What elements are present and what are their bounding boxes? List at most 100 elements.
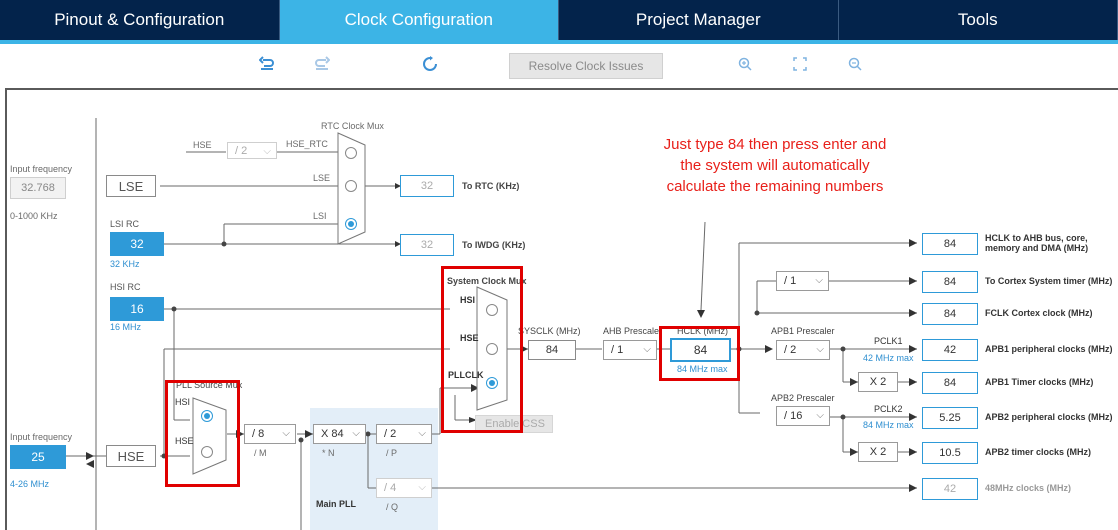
output-cortex-timer-value: 84 bbox=[922, 271, 978, 293]
cortex-timer-divider-value: / 1 bbox=[784, 275, 797, 287]
tab-tools[interactable]: Tools bbox=[839, 0, 1118, 40]
sys-mux-pllclk-label: PLLCLK bbox=[448, 370, 484, 380]
output-cortex-timer-label: To Cortex System timer (MHz) bbox=[985, 276, 1113, 286]
rtc-lse-label: LSE bbox=[313, 173, 331, 183]
pll-source-hsi-label: HSI bbox=[175, 397, 191, 407]
apb2-prescaler-select[interactable]: / 16⌵ bbox=[776, 406, 830, 426]
pll-p-label: / P bbox=[386, 448, 398, 458]
lse-oscillator: LSE bbox=[106, 175, 156, 197]
apb2-prescaler-label: APB2 Prescaler bbox=[771, 393, 835, 403]
hse-input-frequency-field[interactable]: 25 bbox=[10, 445, 66, 469]
hse-range-label: 4-26 MHz bbox=[10, 479, 50, 489]
output-apb1-timer-value: 84 bbox=[922, 372, 978, 394]
sys-mux-hsi-label: HSI bbox=[460, 295, 476, 305]
pll-source-radio-hsi[interactable] bbox=[201, 410, 213, 422]
output-48mhz-label: 48MHz clocks (MHz) bbox=[985, 483, 1072, 493]
chevron-down-icon: ⌵ bbox=[816, 410, 824, 421]
chevron-down-icon: ⌵ bbox=[816, 344, 824, 355]
pll-n-value: X 84 bbox=[321, 428, 344, 440]
rtc-radio-lsi[interactable] bbox=[345, 218, 357, 230]
output-hclk-ahb-label: HCLK to AHB bus, core, memory and DMA (M… bbox=[985, 233, 1089, 253]
annotation-note: Just type 84 then press enter and the sy… bbox=[628, 134, 922, 197]
main-tab-bar: Pinout & Configuration Clock Configurati… bbox=[0, 0, 1118, 40]
annotation-line-1: Just type 84 then press enter and bbox=[663, 136, 887, 153]
hsi-unit: 16 MHz bbox=[110, 322, 142, 332]
zoom-in-icon[interactable] bbox=[733, 52, 757, 76]
ahb-prescaler-label: AHB Prescaler bbox=[603, 326, 663, 336]
rtc-radio-hse[interactable] bbox=[345, 147, 357, 159]
lse-range-label: 0-1000 KHz bbox=[10, 211, 58, 221]
pll-p-value: / 2 bbox=[384, 428, 397, 440]
reset-icon[interactable] bbox=[418, 52, 442, 76]
sys-mux-radio-pllclk[interactable] bbox=[486, 377, 498, 389]
apb1-prescaler-select[interactable]: / 2 ⌵ bbox=[776, 340, 830, 360]
enable-css-button[interactable]: Enable CSS bbox=[475, 415, 553, 433]
ahb-prescaler-value: / 1 bbox=[611, 344, 624, 356]
pll-n-multiplier[interactable]: X 84⌵ bbox=[313, 424, 366, 444]
rtc-radio-lse[interactable] bbox=[345, 180, 357, 192]
output-apb2-periph-value: 5.25 bbox=[922, 407, 978, 429]
hse-oscillator: HSE bbox=[106, 445, 156, 467]
pclk1-label: PCLK1 bbox=[874, 336, 903, 346]
output-hclk-ahb-value: 84 bbox=[922, 233, 978, 255]
apb1-prescaler-label: APB1 Prescaler bbox=[771, 326, 835, 336]
output-apb2-timer-value: 10.5 bbox=[922, 442, 978, 464]
ahb-prescaler-select[interactable]: / 1 ⌵ bbox=[603, 340, 657, 360]
sys-mux-radio-hse[interactable] bbox=[486, 343, 498, 355]
pclk1-max-label: 42 MHz max bbox=[863, 353, 914, 363]
zoom-out-icon[interactable] bbox=[843, 52, 867, 76]
pll-source-hse-label: HSE bbox=[175, 436, 194, 446]
output-apb1-periph-label: APB1 peripheral clocks (MHz) bbox=[985, 344, 1113, 354]
output-fclk-label: FCLK Cortex clock (MHz) bbox=[985, 308, 1093, 318]
rtc-output-label: To RTC (KHz) bbox=[462, 181, 520, 191]
tab-underline bbox=[0, 40, 1118, 44]
hclk-input-field[interactable]: 84 bbox=[670, 338, 731, 362]
pll-m-divider[interactable]: / 8 ⌵ bbox=[244, 424, 296, 444]
highlight-system-clock-mux bbox=[441, 266, 523, 433]
clock-toolbar: Resolve Clock Issues bbox=[0, 44, 1118, 88]
pll-n-label: * N bbox=[322, 448, 335, 458]
rtc-lsi-label: LSI bbox=[313, 211, 327, 221]
apb1-prescaler-value: / 2 bbox=[784, 344, 797, 356]
chevron-down-icon: ⌵ bbox=[418, 428, 426, 439]
rtc-hse-label: HSE bbox=[193, 140, 212, 150]
rtc-mux-title: RTC Clock Mux bbox=[321, 121, 384, 131]
pclk2-label: PCLK2 bbox=[874, 404, 903, 414]
hclk-max-label: 84 MHz max bbox=[677, 364, 728, 374]
tab-project-manager[interactable]: Project Manager bbox=[559, 0, 839, 40]
sysclk-label: SYSCLK (MHz) bbox=[518, 326, 581, 336]
redo-icon[interactable] bbox=[310, 52, 334, 76]
apb2-timer-multiplier: X 2 bbox=[858, 442, 898, 462]
fit-to-screen-icon[interactable] bbox=[788, 52, 812, 76]
chevron-down-icon: ⌵ bbox=[643, 344, 651, 355]
chevron-down-icon: ⌵ bbox=[418, 482, 426, 493]
pll-source-mux-title: PLL Source Mux bbox=[176, 380, 243, 390]
tab-pinout-configuration[interactable]: Pinout & Configuration bbox=[0, 0, 280, 40]
rtc-hse-divider-value: / 2 bbox=[235, 144, 248, 157]
lsi-title: LSI RC bbox=[110, 219, 140, 229]
sysclk-value: 84 bbox=[528, 340, 576, 360]
chevron-down-icon: ⌵ bbox=[282, 428, 290, 439]
system-clock-mux-title: System Clock Mux bbox=[447, 276, 527, 286]
lse-input-frequency-field[interactable]: 32.768 bbox=[10, 177, 66, 199]
tab-clock-configuration[interactable]: Clock Configuration bbox=[279, 0, 559, 40]
pll-q-divider[interactable]: / 4 ⌵ bbox=[376, 478, 432, 498]
output-fclk-value: 84 bbox=[922, 303, 978, 325]
chevron-down-icon: ⌵ bbox=[263, 146, 271, 157]
sys-mux-radio-hsi[interactable] bbox=[486, 304, 498, 316]
pll-p-divider[interactable]: / 2 ⌵ bbox=[376, 424, 432, 444]
undo-icon[interactable] bbox=[255, 52, 279, 76]
output-apb1-timer-label: APB1 Timer clocks (MHz) bbox=[985, 377, 1094, 387]
apb1-timer-multiplier: X 2 bbox=[858, 372, 898, 392]
sys-mux-hse-label: HSE bbox=[460, 333, 479, 343]
iwdg-output-label: To IWDG (KHz) bbox=[462, 240, 526, 250]
highlight-hclk bbox=[659, 326, 740, 381]
pll-source-radio-hse[interactable] bbox=[201, 446, 213, 458]
pll-q-value: / 4 bbox=[384, 482, 397, 494]
rtc-hse-divider[interactable]: / 2 ⌵ bbox=[227, 142, 277, 159]
annotation-line-3: calculate the remaining numbers bbox=[666, 178, 884, 195]
resolve-clock-issues-button[interactable]: Resolve Clock Issues bbox=[509, 53, 663, 79]
rtc-output-value: 32 bbox=[400, 175, 454, 197]
pll-m-value: / 8 bbox=[252, 428, 265, 440]
cortex-timer-divider[interactable]: / 1⌵ bbox=[776, 271, 829, 291]
